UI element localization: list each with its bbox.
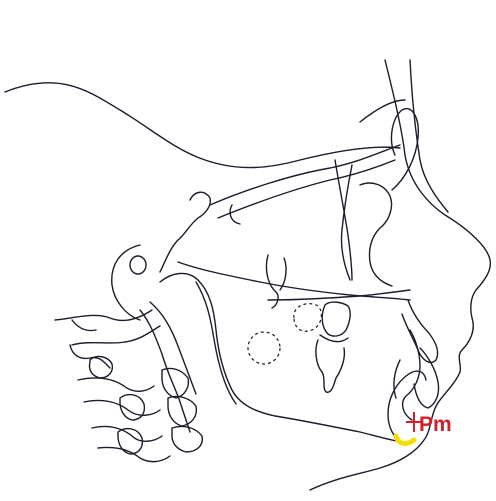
mandibular-ramus — [160, 255, 286, 416]
maxilla — [178, 160, 410, 300]
mandible — [275, 330, 426, 442]
frankfort-line — [210, 145, 400, 218]
occipital-outline — [112, 245, 146, 320]
cranial-base — [5, 83, 405, 168]
sella-turcica — [160, 192, 240, 272]
pm-label: Pm — [419, 413, 452, 436]
pm-landmark: Pm — [396, 412, 452, 443]
pm-highlight-arc — [396, 436, 414, 443]
developing-tooth-crypts — [248, 304, 321, 364]
cervical-vertebrae — [55, 302, 202, 462]
soft-tissue-profile — [310, 60, 490, 490]
upper-incisor — [402, 300, 438, 362]
lower-incisor — [394, 348, 439, 408]
